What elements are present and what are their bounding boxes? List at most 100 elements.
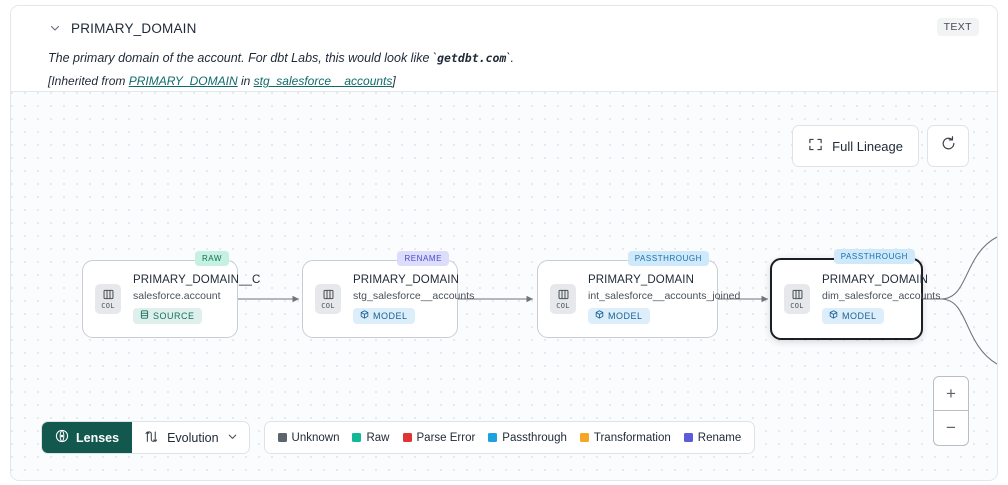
lineage-graph: RAW COL PRIMARY_DOMAIN__C salesforce.acc… — [11, 92, 997, 480]
lens-legend: Unknown Raw Parse Error Passthrough — [263, 421, 756, 454]
lineage-node-4[interactable]: PASSTHROUGH COL PRIMARY_DOMAIN dim_sales… — [770, 249, 940, 340]
lineage-edges — [238, 236, 997, 365]
column-glyph — [558, 289, 568, 300]
chevron-down-icon — [227, 431, 238, 445]
legend-label: Raw — [366, 431, 390, 444]
legend-label: Transformation — [593, 431, 671, 444]
column-detail-card: PRIMARY_DOMAIN TEXT The primary domain o… — [10, 5, 998, 481]
inherited-suffix: ] — [392, 74, 396, 89]
zoom-out-button[interactable]: − — [946, 418, 956, 437]
node-4-subtitle: dim_salesforce_accounts — [822, 289, 941, 302]
node-3-body: PRIMARY_DOMAIN int_salesforce__accounts_… — [588, 274, 740, 325]
legend-item: Transformation — [579, 431, 671, 444]
node-1-chip-label: COL — [101, 302, 115, 310]
legend-item: Rename — [683, 431, 742, 444]
node-2-chip-label: COL — [321, 302, 335, 310]
node-1-kind-tag: SOURCE — [133, 307, 202, 324]
column-glyph — [792, 289, 802, 300]
node-2-title: PRIMARY_DOMAIN — [353, 273, 459, 286]
legend-swatch — [352, 433, 362, 442]
legend-item: Parse Error — [402, 431, 476, 444]
zoom-in-button[interactable]: + — [934, 377, 968, 411]
legend-item: Passthrough — [488, 432, 567, 444]
node-2-subtitle: stg_salesforce__accounts — [353, 289, 475, 302]
column-glyph — [323, 289, 333, 300]
inherited-from-note: [Inherited from PRIMARY_DOMAIN in stg_sa… — [48, 74, 979, 88]
node-1-title: PRIMARY_DOMAIN__C — [133, 273, 261, 286]
node-3-kind-tag: MODEL — [588, 307, 650, 324]
column-icon: COL — [550, 284, 576, 314]
node-2-lens-pill: RENAME — [397, 251, 449, 266]
node-4-body: PRIMARY_DOMAIN dim_salesforce_accounts M… — [822, 274, 940, 325]
legend-swatch — [402, 433, 412, 442]
lenses-label: Lenses — [76, 430, 120, 445]
node-4-chip-label: COL — [790, 302, 804, 310]
lenses-button[interactable]: Lenses — [42, 422, 133, 453]
cube-icon — [829, 310, 838, 321]
legend-swatch — [683, 433, 693, 442]
node-1-lens-pill: RAW — [194, 251, 229, 266]
expand-icon — [808, 137, 823, 155]
lineage-node-2[interactable]: RENAME COL PRIMARY_DOMAIN stg_salesforce… — [302, 251, 474, 338]
legend-swatch — [488, 433, 498, 442]
node-4-kind-label: MODEL — [842, 310, 877, 321]
refresh-button[interactable] — [927, 125, 969, 167]
lineage-node-1[interactable]: RAW COL PRIMARY_DOMAIN__C salesforce.acc… — [82, 251, 260, 338]
chevron-down-icon[interactable] — [48, 21, 62, 35]
inherited-prefix: [Inherited from — [48, 74, 129, 89]
node-2-kind-tag: MODEL — [353, 307, 415, 324]
lineage-node-3[interactable]: PASSTHROUGH COL PRIMARY_DOMAIN int_sales… — [537, 251, 740, 338]
lens-icon — [55, 429, 69, 446]
node-2-kind-label: MODEL — [373, 310, 408, 321]
node-2-body: PRIMARY_DOMAIN stg_salesforce__accounts … — [353, 274, 474, 325]
canvas-controls: Full Lineage — [792, 125, 969, 167]
node-3-chip-label: COL — [556, 302, 570, 310]
column-icon: COL — [315, 284, 341, 314]
node-1-body: PRIMARY_DOMAIN__C salesforce.account SOU — [133, 274, 260, 325]
description-code: getdbt.com — [437, 51, 507, 65]
lineage-canvas[interactable]: Full Lineage + − — [11, 91, 997, 480]
node-1-subtitle: salesforce.account — [133, 289, 221, 302]
page-title: PRIMARY_DOMAIN — [71, 20, 197, 36]
canvas-bottom-bar: Lenses Evolution — [41, 421, 756, 454]
evolution-label: Evolution — [167, 430, 219, 445]
legend-item: Unknown — [277, 431, 340, 444]
description-prefix: The primary domain of the account. For d… — [48, 51, 438, 65]
legend-label: Parse Error — [416, 431, 476, 444]
evolution-icon — [144, 429, 159, 447]
legend-label: Unknown — [291, 431, 340, 444]
legend-label: Passthrough — [502, 431, 567, 444]
zoom-controls: + − — [933, 376, 969, 446]
node-3-lens-pill: PASSTHROUGH — [627, 251, 709, 266]
node-4-title: PRIMARY_DOMAIN — [822, 273, 928, 286]
description-suffix: `. — [506, 51, 514, 65]
full-lineage-button[interactable]: Full Lineage — [792, 125, 919, 167]
cube-icon — [360, 310, 369, 321]
inherited-column-link[interactable]: PRIMARY_DOMAIN — [128, 74, 238, 89]
node-4-lens-pill: PASSTHROUGH — [833, 249, 915, 264]
legend-swatch — [277, 433, 287, 442]
node-1-kind-label: SOURCE — [153, 310, 195, 321]
evolution-dropdown[interactable]: Evolution — [132, 422, 248, 453]
cube-icon — [595, 310, 604, 321]
node-4-kind-tag: MODEL — [822, 307, 884, 324]
header-title-row: PRIMARY_DOMAIN — [29, 18, 979, 38]
column-icon: COL — [95, 284, 121, 314]
inherited-mid: in — [237, 74, 254, 89]
node-3-subtitle: int_salesforce__accounts_joined — [588, 289, 741, 302]
column-description: The primary domain of the account. For d… — [48, 50, 979, 66]
legend-swatch — [579, 433, 589, 442]
legend-item: Raw — [352, 431, 390, 444]
column-glyph — [103, 289, 113, 300]
full-lineage-label: Full Lineage — [832, 138, 903, 154]
type-badge: TEXT — [936, 18, 979, 36]
node-3-kind-label: MODEL — [608, 310, 643, 321]
refresh-icon — [940, 135, 957, 157]
node-3-title: PRIMARY_DOMAIN — [588, 273, 694, 286]
card-header: PRIMARY_DOMAIN TEXT The primary domain o… — [11, 6, 997, 91]
legend-label: Rename — [697, 431, 742, 444]
inherited-model-link[interactable]: stg_salesforce__accounts — [253, 74, 393, 89]
database-icon — [140, 310, 149, 321]
column-icon: COL — [784, 284, 810, 314]
